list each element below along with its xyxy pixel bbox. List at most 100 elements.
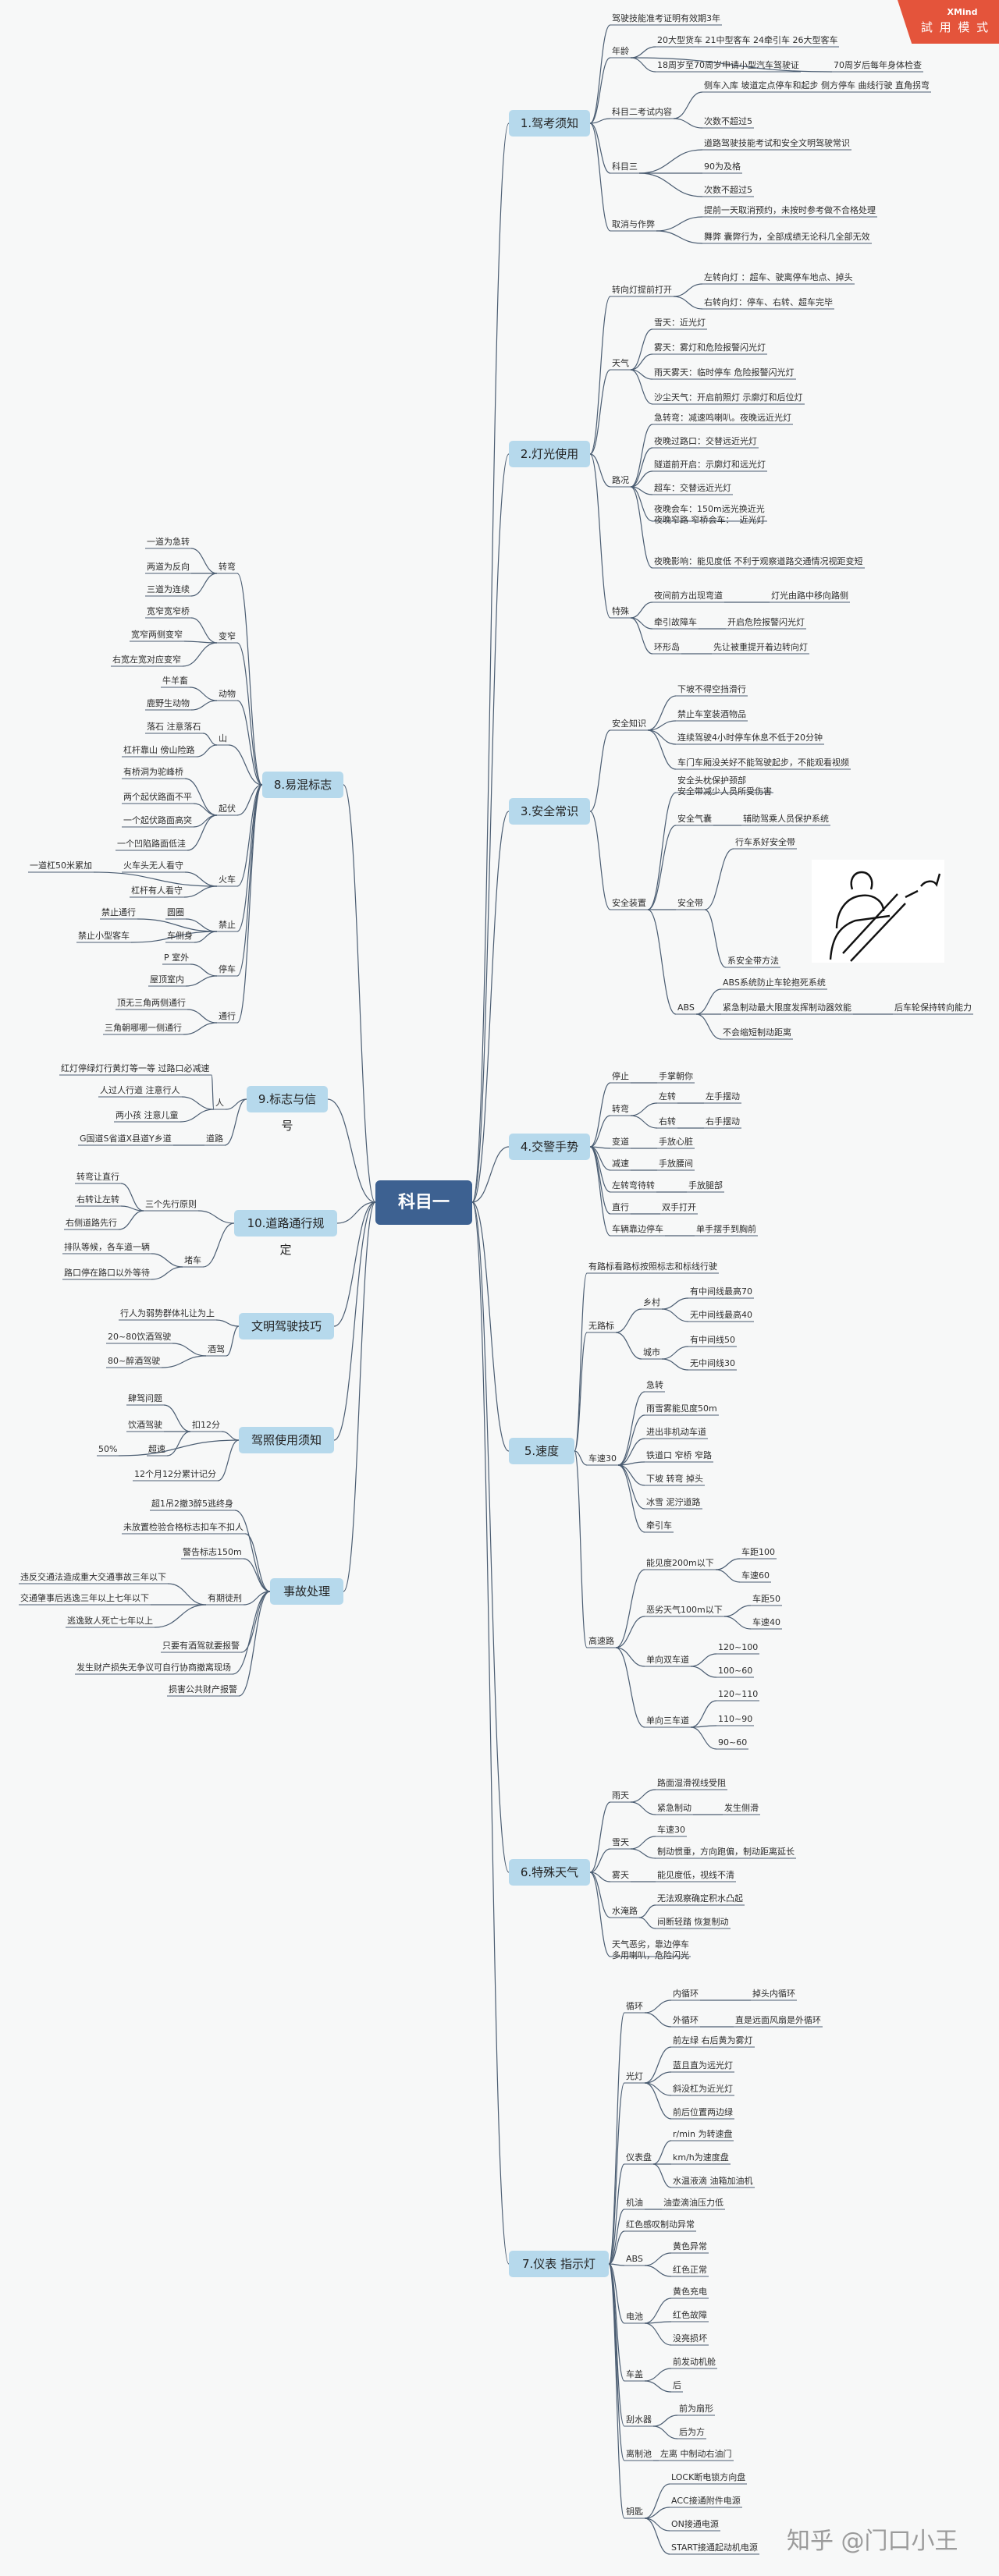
mind-map-node[interactable]: 人 — [215, 1098, 224, 1108]
mind-map-node[interactable]: 单向双车道 — [646, 1655, 689, 1665]
mind-map-node[interactable]: 车速30 — [657, 1825, 685, 1835]
mind-map-node[interactable]: 宽窄两侧变窄 — [131, 630, 183, 640]
mind-map-node[interactable]: 无中间线最高40 — [690, 1310, 752, 1320]
section-topic[interactable]: 事故处理 — [270, 1578, 343, 1605]
mind-map-node[interactable]: 直是远面风扇是外循环 — [735, 2015, 821, 2025]
mind-map-node[interactable]: 手掌朝你 — [659, 1071, 693, 1081]
section-topic[interactable]: 文明驾驶技巧 — [239, 1313, 334, 1339]
mind-map-node[interactable]: 手放腿部 — [688, 1180, 723, 1190]
mind-map-node[interactable]: 无中间线30 — [690, 1358, 735, 1368]
mind-map-node[interactable]: 雪天：近光灯 — [654, 318, 706, 328]
mind-map-node[interactable]: 停止 — [612, 1071, 629, 1081]
mind-map-node[interactable]: 雨雪雾能见度50m — [646, 1403, 717, 1414]
mind-map-node[interactable]: 车速40 — [752, 1617, 780, 1627]
mind-map-node[interactable]: 能见度低，视线不清 — [657, 1870, 734, 1880]
mind-map-node[interactable]: 超1吊2撤3醉5逃终身 — [151, 1499, 233, 1509]
mind-map-node[interactable]: 铁道口 窄桥 窄路 — [646, 1450, 712, 1460]
central-topic[interactable]: 科目一 — [375, 1180, 472, 1225]
mind-map-node[interactable]: 灯光由路中移向路侧 — [771, 591, 848, 601]
mind-map-node[interactable]: LOCK断电锁方向盘 — [671, 2472, 746, 2482]
mind-map-node[interactable]: 落石 注意落石 — [147, 722, 201, 732]
mind-map-node[interactable]: 禁止 — [219, 920, 236, 930]
mind-map-node[interactable]: 车辆靠边停车 — [612, 1224, 663, 1234]
mind-map-node[interactable]: 间断轻踏 恢复制动 — [657, 1917, 729, 1927]
mind-map-node[interactable]: 120~100 — [718, 1642, 759, 1652]
mind-map-node[interactable]: 20大型货车 21中型客车 24牵引车 26大型客车 — [657, 35, 838, 45]
mind-map-node[interactable]: 进出非机动车道 — [646, 1427, 706, 1437]
mind-map-node[interactable]: 70周岁后每年身体检查 — [834, 60, 922, 70]
mind-map-node[interactable]: 驾驶技能准考证明有效期3年 — [612, 13, 720, 23]
mind-map-node[interactable]: 制动惯重，方向跑偏，制动距离延长 — [657, 1847, 795, 1857]
mind-map-node[interactable]: 机油 — [626, 2198, 643, 2208]
mind-map-node[interactable]: 连续驾驶4小时停车休息不低于20分钟 — [677, 733, 823, 743]
mind-map-node[interactable]: 环形岛 — [654, 642, 680, 652]
mind-map-node[interactable]: 杠杆有人看守 — [131, 885, 183, 896]
mind-map-node[interactable]: 左转向灯 ：超车、驶离停车地点、掉头 — [704, 272, 853, 282]
mind-map-node[interactable]: 水淹路 — [612, 1906, 638, 1916]
mind-map-node[interactable]: 宽窄宽窄桥 — [147, 606, 190, 616]
mind-map-node[interactable]: 两小孩 注意儿童 — [116, 1110, 179, 1120]
mind-map-node[interactable]: 有中间线最高70 — [690, 1286, 752, 1297]
mind-map-node[interactable]: 车速60 — [741, 1570, 770, 1581]
mind-map-node[interactable]: 钥匙 — [626, 2507, 643, 2517]
mind-map-node[interactable]: 110~90 — [718, 1714, 753, 1724]
mind-map-node[interactable]: 年龄 — [612, 46, 629, 56]
mind-map-node[interactable]: 牵引车 — [646, 1520, 672, 1531]
mind-map-node[interactable]: 道路驾驶技能考试和安全文明驾驶常识 — [704, 138, 850, 148]
section-topic[interactable]: 1.驾考须知 — [509, 110, 590, 137]
mind-map-node[interactable]: 手放心脏 — [659, 1137, 693, 1147]
mind-map-node[interactable]: 取消与作弊 — [612, 219, 655, 229]
mind-map-node[interactable]: 火车头无人看守 — [123, 860, 183, 871]
mind-map-node[interactable]: 辅助驾乘人员保护系统 — [743, 814, 829, 824]
mind-map-node[interactable]: START接通起动机电源 — [671, 2542, 758, 2553]
mind-map-node[interactable]: 90~60 — [718, 1737, 748, 1747]
mind-map-node[interactable]: 禁止车室装酒物品 — [677, 709, 746, 719]
mind-map-node[interactable]: 转向灯提前打开 — [612, 285, 672, 295]
mind-map-node[interactable]: 单手摆手到胸前 — [696, 1224, 756, 1234]
mind-map-node[interactable]: 不会缩短制动距离 — [723, 1027, 791, 1038]
mind-map-node[interactable]: 能见度200m以下 — [646, 1558, 714, 1568]
section-topic[interactable]: 3.安全常识 — [509, 798, 590, 825]
mind-map-node[interactable]: 蓝且直为远光灯 — [673, 2060, 733, 2070]
mind-map-node[interactable]: 左手摆动 — [706, 1091, 740, 1102]
mind-map-node[interactable]: 三个先行原则 — [145, 1199, 197, 1209]
mind-map-node[interactable]: 一个起伏路面高突 — [123, 815, 192, 825]
mind-map-node[interactable]: 黄色充电 — [673, 2287, 707, 2297]
mind-map-node[interactable]: 两道为反向 — [147, 562, 190, 572]
mind-map-node[interactable]: 离制池 — [626, 2449, 652, 2459]
mind-map-node[interactable]: 高速路 — [588, 1636, 614, 1646]
mind-map-node[interactable]: 一道杠50米累加 — [30, 860, 92, 871]
mind-map-node[interactable]: ABS系统防止车轮抱死系统 — [723, 978, 826, 988]
mind-map-node[interactable]: 50% — [98, 1444, 118, 1454]
mind-map-node[interactable]: 扣12分 — [192, 1420, 220, 1430]
mind-map-node[interactable]: ABS — [626, 2254, 643, 2264]
mind-map-node[interactable]: 停车 — [219, 964, 236, 974]
mind-map-node[interactable]: 无路标 — [588, 1321, 614, 1331]
mind-map-node[interactable]: P 室外 — [164, 953, 190, 963]
mind-map-node[interactable]: 车距50 — [752, 1594, 780, 1604]
mind-map-node[interactable]: 次数不超过5 — [704, 185, 752, 195]
mind-map-node[interactable]: 下坡不得空挡滑行 — [677, 684, 746, 694]
mind-map-node[interactable]: 提前一天取消预约，未按时参考做不合格处理 — [704, 205, 876, 215]
mind-map-node[interactable]: 人过人行道 注意行人 — [100, 1085, 180, 1095]
mind-map-node[interactable]: 夜晚会车：150m远光换近光 夜晚窄路 窄桥会车： 近光灯 — [654, 504, 766, 525]
mind-map-node[interactable]: 禁止通行 — [101, 907, 136, 917]
mind-map-node[interactable]: 红色故障 — [673, 2310, 707, 2320]
mind-map-node[interactable]: 牵引故障车 — [654, 617, 697, 627]
mind-map-node[interactable]: 刮水器 — [626, 2415, 652, 2425]
mind-map-node[interactable]: 90为及格 — [704, 161, 741, 172]
mind-map-node[interactable]: 一个凹陷路面低洼 — [117, 839, 186, 849]
mind-map-node[interactable]: 一道为急转 — [147, 537, 190, 547]
mind-map-node[interactable]: 车距100 — [741, 1547, 775, 1557]
mind-map-node[interactable]: 顶无三角两侧通行 — [117, 998, 186, 1008]
mind-map-node[interactable]: 安全头枕保护颈部 安全带减少人员所受伤害 — [677, 775, 772, 797]
mind-map-node[interactable]: 右手摆动 — [706, 1116, 740, 1127]
mind-map-node[interactable]: 先让被重提开着边转向灯 — [713, 642, 808, 652]
mind-map-node[interactable]: 起伏 — [219, 804, 236, 814]
mind-map-node[interactable]: 饮酒驾驶 — [128, 1420, 162, 1430]
mind-map-node[interactable]: 急转弯：减速鸣喇叭。夜晚远近光灯 — [654, 413, 791, 423]
mind-map-node[interactable]: 交通肇事后逃逸三年以上七年以下 — [20, 1593, 149, 1603]
mind-map-node[interactable]: 转弯 — [612, 1104, 629, 1114]
mind-map-node[interactable]: 红灯停绿灯行黄灯等一等 过路口必减速 — [61, 1063, 210, 1073]
section-topic[interactable]: 4.交警手势 — [509, 1134, 590, 1160]
